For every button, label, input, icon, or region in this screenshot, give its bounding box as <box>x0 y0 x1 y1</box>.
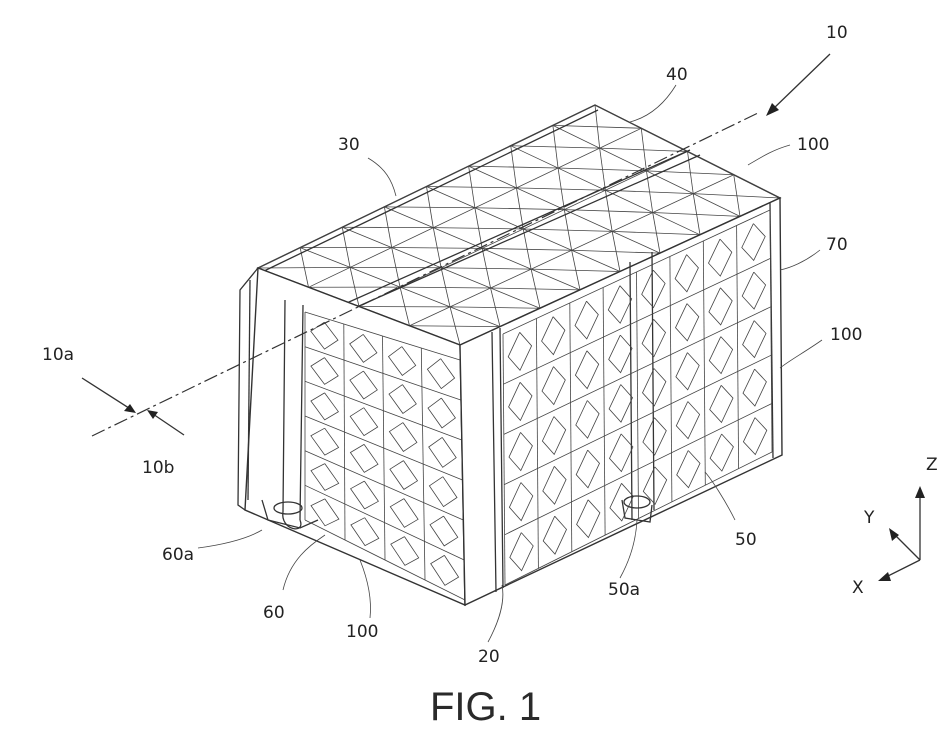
axis-y-label: Y <box>863 508 875 528</box>
label-60a: 60a <box>162 545 194 565</box>
label-70: 70 <box>826 235 848 255</box>
label-50a: 50a <box>608 580 640 600</box>
axis-triad: Z Y X <box>852 455 938 598</box>
label-100-top: 100 <box>797 135 829 155</box>
axis-z-label: Z <box>926 455 938 475</box>
label-10b: 10b <box>142 458 174 478</box>
label-50: 50 <box>735 530 757 550</box>
label-60: 60 <box>263 603 285 623</box>
axis-x-label: X <box>852 578 864 598</box>
label-100-side: 100 <box>830 325 862 345</box>
label-40: 40 <box>666 65 688 85</box>
label-10a: 10a <box>42 345 74 365</box>
figure-caption: FIG. 1 <box>430 685 541 729</box>
label-30: 30 <box>338 135 360 155</box>
label-100-bottom: 100 <box>346 622 378 642</box>
label-10: 10 <box>826 23 848 43</box>
label-20: 20 <box>478 647 500 667</box>
